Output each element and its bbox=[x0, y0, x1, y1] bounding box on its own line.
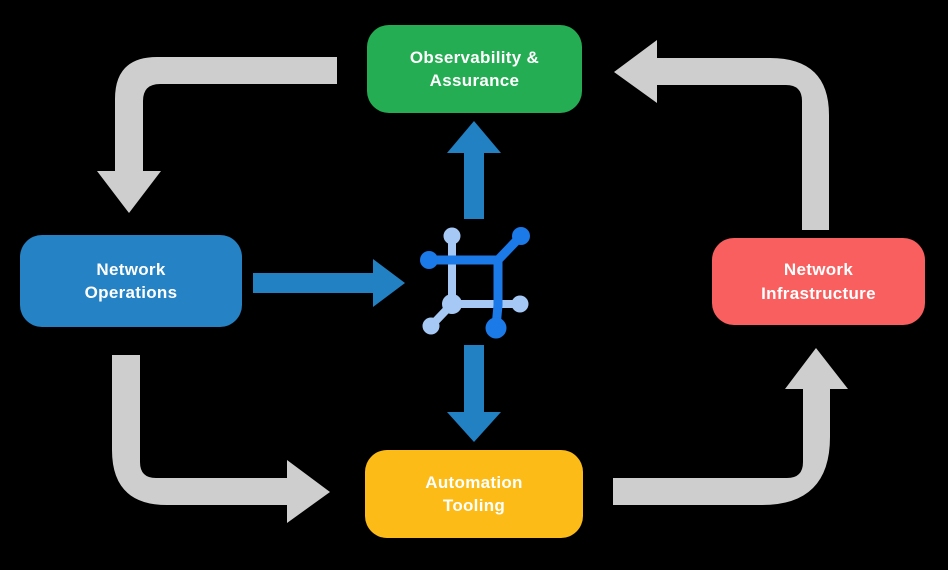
arrow-hub-to-observability bbox=[447, 121, 501, 219]
arrow-operations-to-hub bbox=[253, 259, 405, 307]
node-network-operations: Network Operations bbox=[20, 235, 242, 327]
network-mesh-icon bbox=[420, 227, 530, 339]
network-mesh-icon-dark-part bbox=[420, 227, 530, 339]
node-automation-tooling: Automation Tooling bbox=[365, 450, 583, 538]
node-label-line: Automation bbox=[425, 472, 523, 492]
network-mesh-icon-light-part bbox=[422, 227, 529, 335]
node-label-line: Network bbox=[783, 260, 854, 280]
node-label-line: Tooling bbox=[442, 496, 506, 515]
node-label-line: Observability & bbox=[409, 47, 540, 67]
arrow-infrastructure-to-observability bbox=[614, 40, 829, 230]
node-label-line: Infrastructure bbox=[761, 283, 876, 303]
node-label-line: Operations bbox=[84, 283, 178, 302]
arrow-automation-to-infrastructure bbox=[613, 348, 848, 505]
arrow-hub-to-automation bbox=[447, 345, 501, 442]
node-network-infrastructure: Network Infrastructure bbox=[712, 238, 925, 325]
node-observability-assurance: Observability & Assurance bbox=[367, 25, 582, 113]
arrow-observability-to-operations bbox=[97, 57, 337, 213]
node-label-line: Assurance bbox=[429, 71, 520, 90]
node-label-line: Network bbox=[96, 259, 166, 279]
arrow-operations-to-automation bbox=[112, 355, 330, 523]
